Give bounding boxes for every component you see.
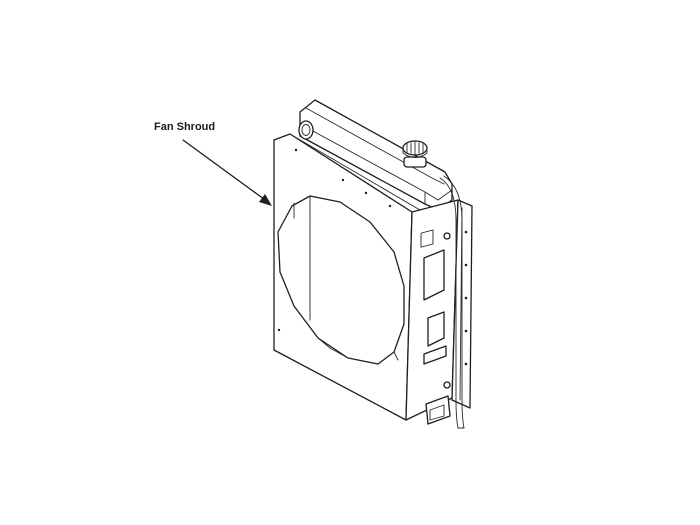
- inlet-pipe: [298, 120, 314, 140]
- bottom-tank: [425, 395, 451, 425]
- overflow-hose: [439, 175, 465, 429]
- side-panel-cutout-lower: [423, 345, 447, 365]
- side-panel-cutout-middle: [427, 311, 445, 347]
- radiator-cap: [402, 140, 428, 168]
- fan-opening: [277, 195, 405, 365]
- side-panel-cutout-upper: [423, 249, 445, 301]
- side-panel: [405, 199, 459, 421]
- callout-arrow: [182, 139, 272, 206]
- fan-shroud-label: Fan Shroud: [154, 121, 216, 133]
